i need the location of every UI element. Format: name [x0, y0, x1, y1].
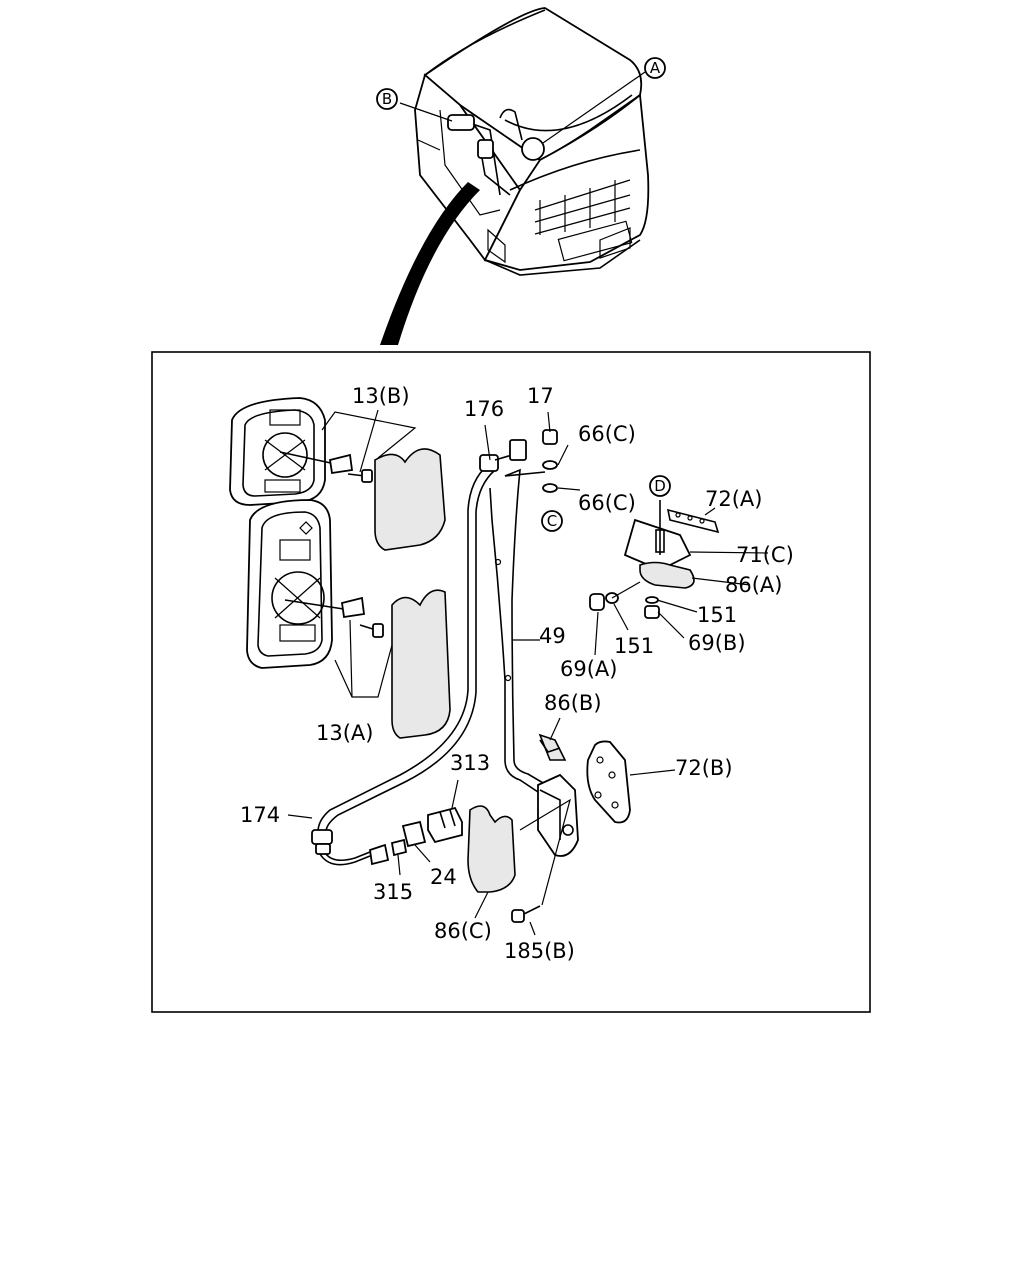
label-13A: 13(A) — [316, 721, 373, 745]
callout-C-text: C — [547, 512, 557, 530]
gasket-72B — [586, 740, 631, 824]
bolt-13B — [347, 469, 373, 483]
label-49: 49 — [539, 624, 566, 648]
callout-C: C — [541, 510, 563, 532]
detail-frame — [151, 351, 871, 1013]
label-71C: 71(C) — [736, 543, 794, 567]
nut-17 — [542, 429, 558, 493]
label-174: 174 — [240, 803, 280, 827]
screw-185B — [511, 905, 541, 923]
wire-harness — [311, 439, 527, 866]
label-24: 24 — [430, 865, 457, 889]
callout-B-text: B — [382, 90, 392, 108]
label-72A: 72(A) — [705, 487, 762, 511]
label-86C: 86(C) — [434, 919, 492, 943]
base-plate — [537, 733, 579, 857]
seal-24 — [401, 820, 427, 848]
lower-mirror-cover — [391, 589, 451, 739]
label-69A: 69(A) — [560, 657, 617, 681]
label-86B: 86(B) — [544, 691, 602, 715]
label-13B: 13(B) — [352, 384, 410, 408]
label-69B: 69(B) — [688, 631, 746, 655]
part-labels: 13(B) 13(A) 176 17 66(C) 66(C) 72(A) 71(… — [240, 384, 794, 963]
label-66C-upper: 66(C) — [578, 422, 636, 446]
upper-mirror — [229, 397, 354, 506]
cover-86C — [467, 805, 516, 893]
bolt-13A — [359, 623, 384, 638]
label-66C-lower: 66(C) — [578, 491, 636, 515]
mirror-arm — [489, 468, 556, 801]
label-151-left: 151 — [614, 634, 654, 658]
label-86A: 86(A) — [725, 573, 782, 597]
leader-lines — [287, 411, 769, 936]
callout-B: B — [376, 88, 398, 110]
label-313: 313 — [450, 751, 490, 775]
label-151-right: 151 — [697, 603, 737, 627]
bracket-assembly — [589, 500, 720, 619]
callout-A: A — [644, 57, 666, 79]
lower-mirror — [246, 499, 366, 669]
label-176: 176 — [464, 397, 504, 421]
label-315: 315 — [373, 880, 413, 904]
truck-cab-illustration — [380, 7, 650, 345]
connector-313 — [427, 806, 463, 844]
upper-mirror-cover — [374, 448, 446, 551]
label-72B: 72(B) — [675, 756, 733, 780]
callout-A-text: A — [650, 59, 661, 77]
callout-D: D — [649, 475, 671, 497]
label-185B: 185(B) — [504, 939, 575, 963]
label-17: 17 — [527, 384, 554, 408]
callout-D-text: D — [654, 477, 666, 495]
